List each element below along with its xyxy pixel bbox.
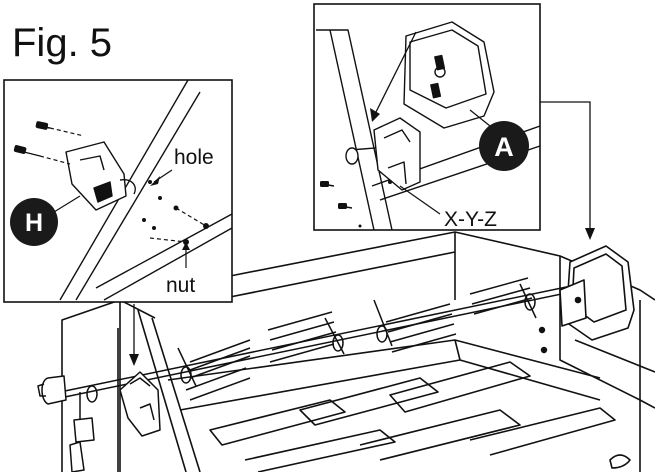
xyz-label: X-Y-Z: [444, 208, 497, 231]
motor-installed: [559, 245, 635, 341]
guide-arrows: [133, 101, 591, 358]
counterweight: [73, 417, 95, 443]
inset-panel-h: [3, 79, 233, 303]
rotisserie-spit: [37, 277, 601, 472]
badge-h-label: H: [25, 209, 43, 237]
inset-panel-a: [313, 3, 541, 231]
badge-a: A: [479, 121, 529, 171]
arrowheads: [129, 228, 595, 366]
badge-a-label: A: [494, 132, 514, 162]
motor-unit: [403, 21, 495, 129]
hole-label: hole: [174, 146, 214, 169]
nut-label: nut: [166, 274, 195, 297]
spit-handle: [41, 375, 67, 405]
a-bracket: [373, 117, 421, 191]
grill-body: [61, 231, 655, 472]
figure-title: Fig. 5: [12, 21, 112, 65]
left-bracket: [119, 371, 161, 437]
badge-h: H: [10, 198, 58, 246]
